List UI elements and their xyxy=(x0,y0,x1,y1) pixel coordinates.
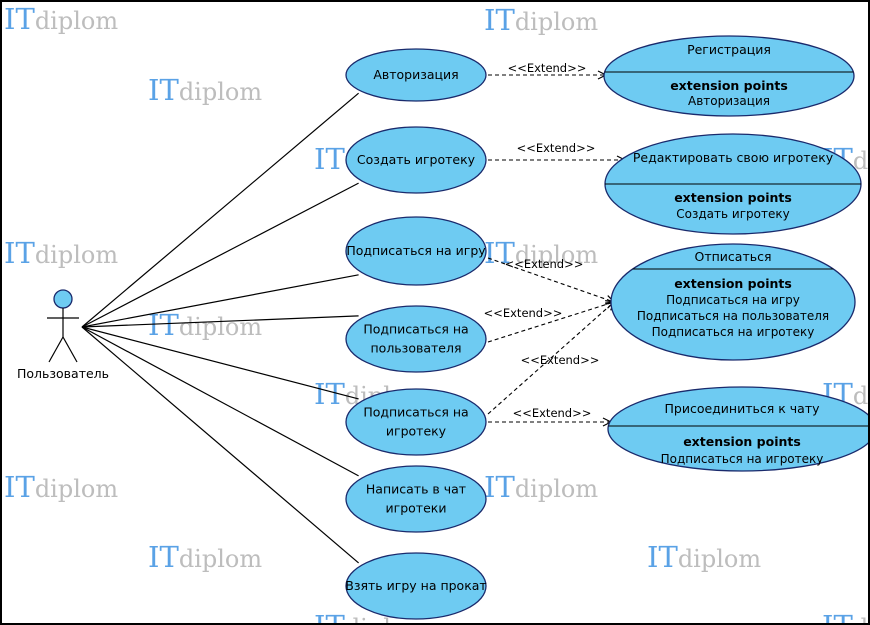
use-case-chat[interactable]: Написать в чат игротеки xyxy=(345,465,487,533)
use-case-label: Редактировать свою игротеку xyxy=(633,150,834,165)
extension-points-title: extension points xyxy=(674,190,792,205)
extension-point: Подписаться на игру xyxy=(666,293,800,307)
extension-point: Создать игротеку xyxy=(676,207,789,221)
actor-label: Пользователь xyxy=(17,366,109,381)
association-line xyxy=(81,326,359,477)
association-line xyxy=(81,92,359,328)
extend-label: <<Extend>> xyxy=(484,306,563,320)
use-case-ellipse[interactable] xyxy=(607,386,868,472)
use-case-ellipse[interactable] xyxy=(603,35,855,117)
extension-points-title: extension points xyxy=(674,276,792,291)
use-case-label: Авторизация xyxy=(373,67,458,82)
use-case-ellipse[interactable] xyxy=(345,216,487,286)
use-case-label: Написать в чат xyxy=(366,482,466,497)
extend-arrow xyxy=(487,302,614,343)
extension-point: Авторизация xyxy=(688,94,770,108)
actor: Пользователь xyxy=(17,289,109,381)
extension-points-title: extension points xyxy=(670,78,788,93)
use-case-sub-lib[interactable]: Подписаться на игротеку xyxy=(345,388,487,456)
extend-relations: <<Extend>> <<Extend>> <<Extend>> <<Extend>>… xyxy=(484,61,625,422)
use-case-label: пользователя xyxy=(371,341,462,356)
extend-label: <<Extend>> xyxy=(513,406,592,420)
association-line xyxy=(81,274,359,328)
use-case-rent[interactable]: Взять игру на прокат xyxy=(345,552,487,620)
extend-label: <<Extend>> xyxy=(517,141,596,155)
associations xyxy=(81,92,359,564)
use-case-sub-game[interactable]: Подписаться на игру xyxy=(345,216,487,286)
extend-label: <<Extend>> xyxy=(521,353,600,367)
extension-points-title: extension points xyxy=(683,434,801,449)
extension-use-case-join[interactable]: Присоединиться к чату extension pointsПод… xyxy=(607,386,868,472)
actor-left-leg xyxy=(48,336,64,363)
use-case-label: Отписаться xyxy=(695,249,772,264)
extension-point: Подписаться на игротеку xyxy=(661,452,824,466)
use-case-create[interactable]: Создать игротеку xyxy=(345,126,487,194)
actor-right-leg xyxy=(62,336,78,363)
association-line xyxy=(81,182,359,328)
actor-head xyxy=(53,289,73,309)
association-line xyxy=(81,326,359,564)
use-case-label: Подписаться на xyxy=(363,322,468,337)
use-case-ellipse[interactable] xyxy=(345,552,487,620)
use-case-label: Создать игротеку xyxy=(357,152,476,167)
use-case-ellipse[interactable] xyxy=(610,243,856,361)
extension-use-case-edit[interactable]: Редактировать свою игротеку extension poi… xyxy=(604,133,862,235)
use-case-label: игротеку xyxy=(386,424,447,439)
association-line xyxy=(81,326,359,400)
extend-arrow xyxy=(487,257,614,302)
use-case-ellipse[interactable] xyxy=(345,305,487,373)
use-case-sub-user[interactable]: Подписаться на пользователя xyxy=(345,305,487,373)
use-case-label: Регистрация xyxy=(687,42,771,57)
use-case-label: игротеки xyxy=(386,501,447,516)
use-case-label: Подписаться на xyxy=(363,405,468,420)
use-case-ellipse[interactable] xyxy=(345,465,487,533)
extend-label: <<Extend>> xyxy=(505,257,584,271)
use-case-label: Подписаться на игру xyxy=(346,243,486,258)
extension-point: Подписаться на пользователя xyxy=(637,309,829,323)
use-case-ellipse[interactable] xyxy=(345,388,487,456)
association-line xyxy=(81,315,359,328)
use-case-ellipse[interactable] xyxy=(345,48,487,102)
extension-point: Подписаться на игротеку xyxy=(652,325,815,339)
use-case-label: Присоединиться к чату xyxy=(665,401,821,416)
use-case-label: Взять игру на прокат xyxy=(345,578,486,593)
use-case-ellipse[interactable] xyxy=(345,126,487,194)
extend-arrow xyxy=(487,302,614,415)
use-case-auth[interactable]: Авторизация xyxy=(345,48,487,102)
extend-label: <<Extend>> xyxy=(508,61,587,75)
